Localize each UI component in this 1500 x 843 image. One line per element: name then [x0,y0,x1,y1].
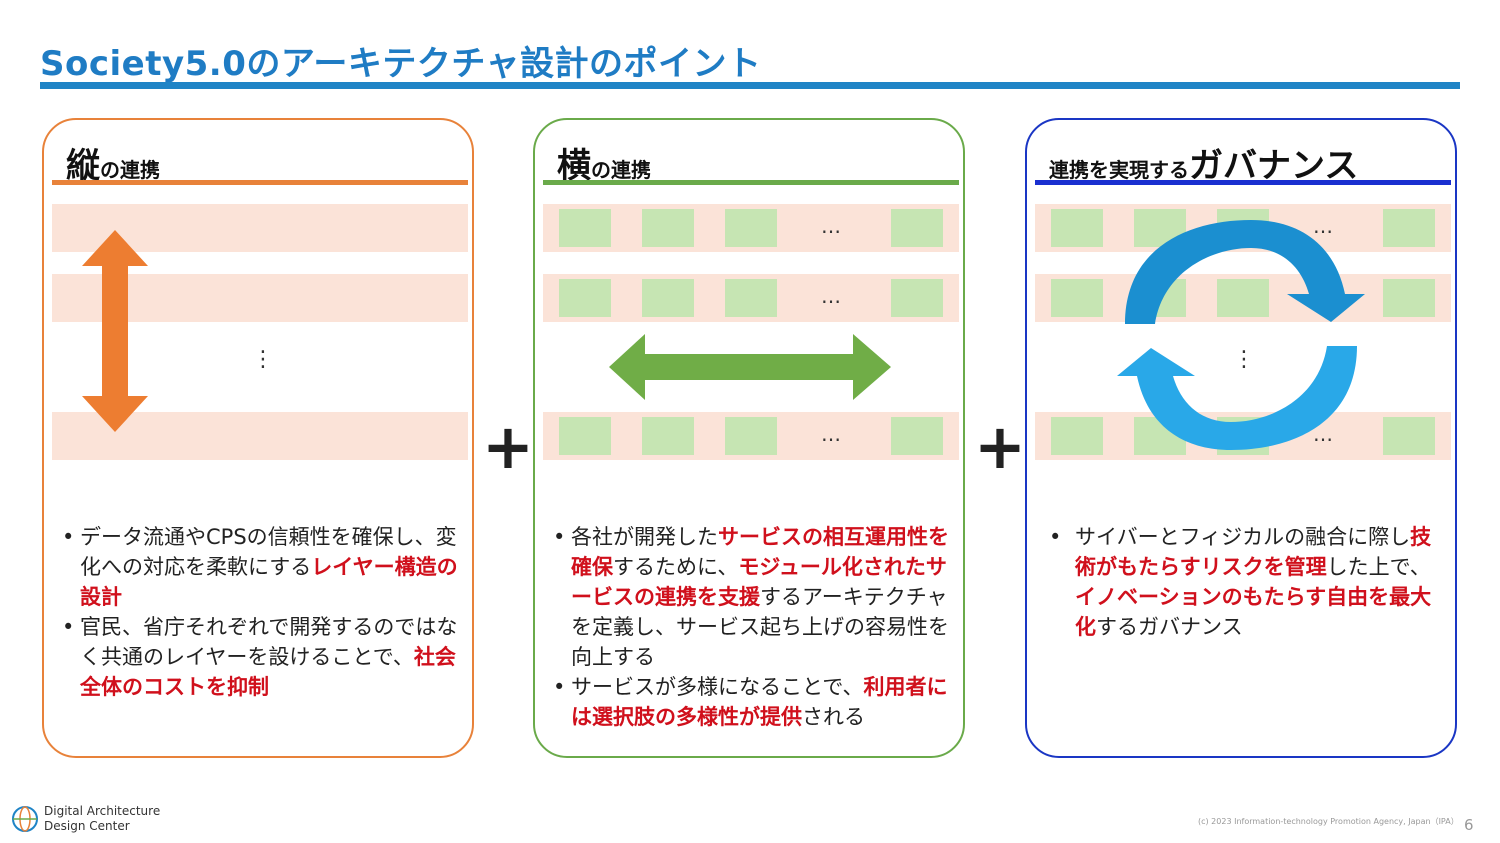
bullet-text: した上で、 [1326,555,1431,579]
service-block [1383,279,1435,317]
governance-panel: 連携を実現するガバナンス … … ⋮ • サイバーとフィジカルの融合に際し技術が… [1025,118,1457,758]
bullet-emphasis: イノベーションのもたらす自由を最大化 [1075,585,1432,639]
governance-panel-heading: 連携を実現するガバナンス [1049,138,1358,187]
bullet-dot: • [553,675,566,699]
bullet-dot: • [62,525,75,549]
bullet-item: • データ流通やCPSの信頼性を確保し、変化への対応を柔軟にするレイヤー構造の設… [62,522,462,612]
bullet-emphasis: サービスの相互運用性を確保 [571,525,949,579]
title-underline [40,82,1460,89]
logo-text: Digital Architecture Design Center [44,804,160,834]
layer-band: … [543,274,959,322]
heading-small-text: の連携 [100,158,160,182]
horizontal-panel-heading: 横の連携 [557,138,651,187]
vertical-panel-heading: 縦の連携 [66,138,160,187]
bullet-text: 官民、省庁それぞれで開発するのではなく共通のレイヤーを設けることで、 [80,615,458,669]
vertical-panel: 縦の連携 ⋮ • データ流通やCPSの信頼性を確保し、変化への対応を柔軟にするレ… [42,118,474,758]
service-block [725,209,777,247]
bullet-text: するガバナンス [1096,615,1243,639]
heading-small-text: の連携 [591,158,651,182]
bullet-item: • サイバーとフィジカルの融合に際し技術がもたらすリスクを管理した上で、イノベー… [1045,522,1445,642]
bullet-text: 各社が開発した [571,525,718,549]
heading-big-text: 横 [557,146,591,186]
bullet-emphasis: 技術がもたらすリスクを管理 [1075,525,1432,579]
service-block [1383,209,1435,247]
service-block [559,209,611,247]
page-title: Society5.0のアーキテクチャ設計のポイント [40,44,762,84]
service-block [891,209,943,247]
horizontal-ellipsis: … [1313,422,1333,446]
heading-small-text: 連携を実現する [1049,158,1189,182]
bullet-text: サイバーとフィジカルの融合に際し [1075,525,1411,549]
service-block [725,279,777,317]
bullet-text: するアーキテクチャを定義し、サービス起ち上げの容易性を向上する [571,585,949,669]
bullet-emphasis: レイヤー構造の設計 [80,555,458,609]
cycle-arrows-icon [1117,220,1365,450]
bullet-dot: • [62,615,75,639]
bullet-text: される [802,705,865,729]
horizontal-double-arrow-icon [609,334,891,400]
service-block [1051,209,1103,247]
heading-big-text: 縦 [66,146,100,186]
bullet-text: サービスが多様になることで、 [571,675,864,699]
service-block [1383,417,1435,455]
logo-line-2: Design Center [44,819,130,833]
service-block [891,417,943,455]
service-block [642,279,694,317]
heading-underline [543,180,959,185]
bullet-item: • 各社が開発したサービスの相互運用性を確保するために、モジュール化されたサービ… [553,522,953,672]
bullet-dot: • [1049,525,1062,549]
bullet-emphasis: 社会全体のコストを抑制 [80,645,456,699]
layer-band: … [543,204,959,252]
service-block [1051,417,1103,455]
bullet-item: • サービスが多様になることで、利用者には選択肢の多様性が提供される [553,672,953,732]
copyright-text: (c) 2023 Information-technology Promotio… [1198,817,1459,826]
layer-band: … [543,412,959,460]
bullet-emphasis: 利用者には選択肢の多様性が提供 [571,675,948,729]
bullet-text: データ流通やCPSの信頼性を確保し、変化への対応を柔軟にする [80,525,457,579]
logo-globe-icon [12,806,38,832]
plus-sign: + [482,410,534,483]
heading-underline [52,180,468,185]
horizontal-bullets: • 各社が開発したサービスの相互運用性を確保するために、モジュール化されたサービ… [553,522,953,732]
service-block [1051,279,1103,317]
service-block [642,209,694,247]
bullet-item: • 官民、省庁それぞれで開発するのではなく共通のレイヤーを設けることで、社会全体… [62,612,462,702]
service-block [725,417,777,455]
service-block [891,279,943,317]
heading-underline [1035,180,1451,185]
horizontal-ellipsis: … [821,214,841,238]
vertical-ellipsis: ⋮ [252,347,274,372]
vertical-double-arrow-icon [82,230,148,432]
service-block [559,279,611,317]
logo-line-1: Digital Architecture [44,804,161,818]
bullet-text: するために、 [613,555,739,579]
horizontal-ellipsis: … [821,422,841,446]
layer-band: … [1035,412,1451,460]
page-number: 6 [1464,816,1474,834]
service-block [1217,279,1269,317]
service-block [559,417,611,455]
horizontal-ellipsis: … [1313,214,1333,238]
service-block [642,417,694,455]
horizontal-panel: 横の連携 … … … • 各社が開発したサービスの相互運用性を確保するために、モ… [533,118,965,758]
plus-sign: + [974,410,1026,483]
heading-big-text: ガバナンス [1189,146,1359,186]
bullet-dot: • [553,525,566,549]
governance-bullets: • サイバーとフィジカルの融合に際し技術がもたらすリスクを管理した上で、イノベー… [1045,522,1445,642]
bullet-emphasis: モジュール化されたサービスの連携を支援 [571,555,947,609]
vertical-bullets: • データ流通やCPSの信頼性を確保し、変化への対応を柔軟にするレイヤー構造の設… [62,522,462,702]
horizontal-ellipsis: … [821,284,841,308]
